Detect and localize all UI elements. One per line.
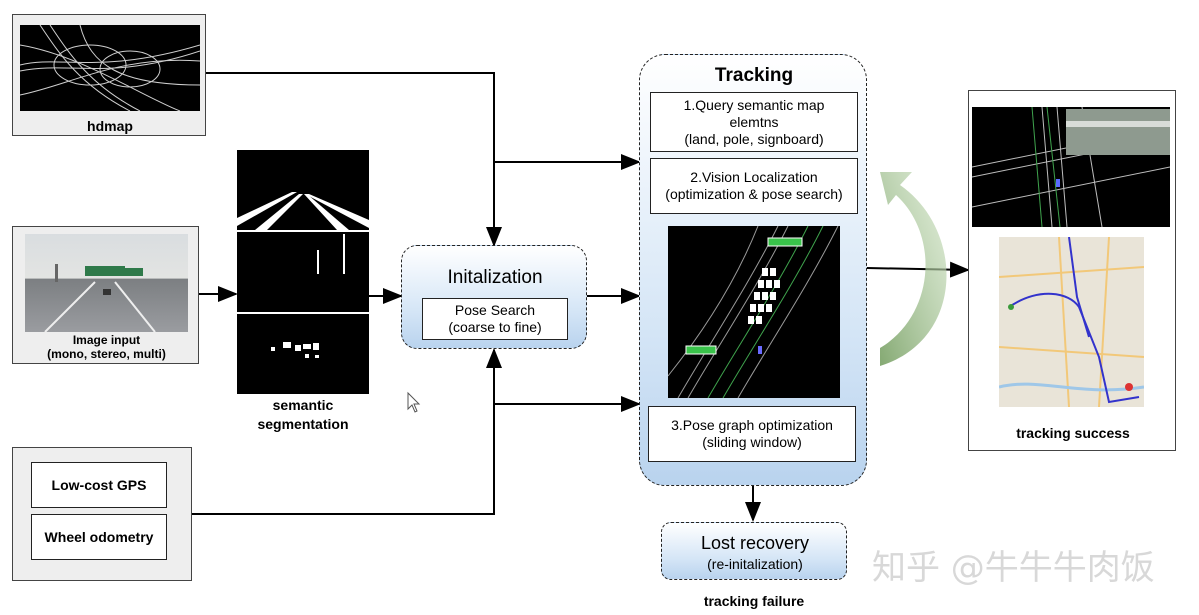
- road-scene-graphic: [44, 264, 156, 333]
- hdmap-panel: hdmap: [12, 14, 206, 136]
- segmentation-caption-1: semantic: [272, 397, 334, 413]
- lost-recovery-box: Lost recovery (re-initalization): [661, 522, 847, 580]
- sensors-panel: Low-cost GPS Wheel odometry: [12, 447, 192, 581]
- step1-line3: (land, pole, signboard): [684, 130, 824, 147]
- image-input-caption-1: Image input: [72, 333, 141, 347]
- hdmap-caption: hdmap: [87, 118, 133, 134]
- image-input-caption-2: (mono, stereo, multi): [47, 347, 166, 361]
- lost-recovery-subtitle: (re-initalization): [707, 556, 803, 572]
- image-input-panel: Image input (mono, stereo, multi): [12, 226, 199, 364]
- result-map-overlay-image: [971, 106, 1171, 228]
- localization-visualization-image: [667, 225, 840, 399]
- pose-search-sublabel: (coarse to fine): [448, 319, 542, 335]
- result-panel: tracking success: [968, 90, 1176, 451]
- step1-line2: elemtns: [729, 113, 779, 130]
- lost-recovery-title: Lost recovery: [700, 533, 810, 553]
- odometry-label: Wheel odometry: [44, 528, 154, 545]
- lost-recovery-caption: tracking failure: [703, 593, 805, 609]
- hdmap-connector: [206, 72, 502, 247]
- segmentation-signs-image: [237, 314, 369, 394]
- initialization-title: Initalization: [447, 267, 543, 288]
- hdmap-roads-graphic: [19, 24, 201, 112]
- road-camera-image: [25, 234, 188, 333]
- pose-search-label: Pose Search: [454, 302, 536, 318]
- step3-line2: (sliding window): [702, 434, 802, 450]
- odometry-box: Wheel odometry: [31, 514, 167, 560]
- hdmap-image: [19, 24, 201, 112]
- step3-line1: 3.Pose graph optimization: [671, 417, 833, 433]
- step2-line1: 2.Vision Localization: [690, 169, 818, 185]
- route-map-graphic: [998, 236, 1145, 408]
- result-overlay-graphic: [971, 106, 1171, 228]
- pose-search-box: Pose Search (coarse to fine): [422, 298, 568, 340]
- tracking-title: Tracking: [714, 65, 794, 86]
- tracking-box: Tracking 1.Query semantic map elemtns (l…: [639, 54, 867, 486]
- initialization-box: Initalization Pose Search (coarse to fin…: [401, 245, 587, 349]
- segmentation-poles-image: [237, 232, 369, 312]
- gps-label: Low-cost GPS: [51, 476, 147, 493]
- tracking-to-result-arrow: [866, 261, 970, 278]
- gps-box: Low-cost GPS: [31, 462, 167, 508]
- pose-graph-step-box: 3.Pose graph optimization (sliding windo…: [648, 406, 856, 462]
- watermark-text: 知乎 @牛牛牛肉饭: [872, 548, 1155, 588]
- result-route-map: [998, 236, 1145, 408]
- mouse-cursor-icon: [407, 391, 421, 413]
- projected-map-graphic: [667, 225, 839, 399]
- segmentation-caption-2: segmentation: [257, 416, 349, 432]
- sign-mask-graphic: [271, 342, 319, 358]
- step2-line2: (optimization & pose search): [665, 186, 843, 202]
- result-caption: tracking success: [1016, 425, 1130, 441]
- pole-mask-graphic: [317, 234, 345, 274]
- segmentation-lanes-image: [237, 150, 369, 230]
- lane-mask-graphic: [237, 192, 369, 230]
- query-map-step-box: 1.Query semantic map elemtns (land, pole…: [650, 92, 858, 152]
- feedback-green-arrow: [880, 172, 947, 366]
- step1-line1: 1.Query semantic map: [683, 96, 825, 113]
- vision-localization-step-box: 2.Vision Localization (optimization & po…: [650, 158, 858, 214]
